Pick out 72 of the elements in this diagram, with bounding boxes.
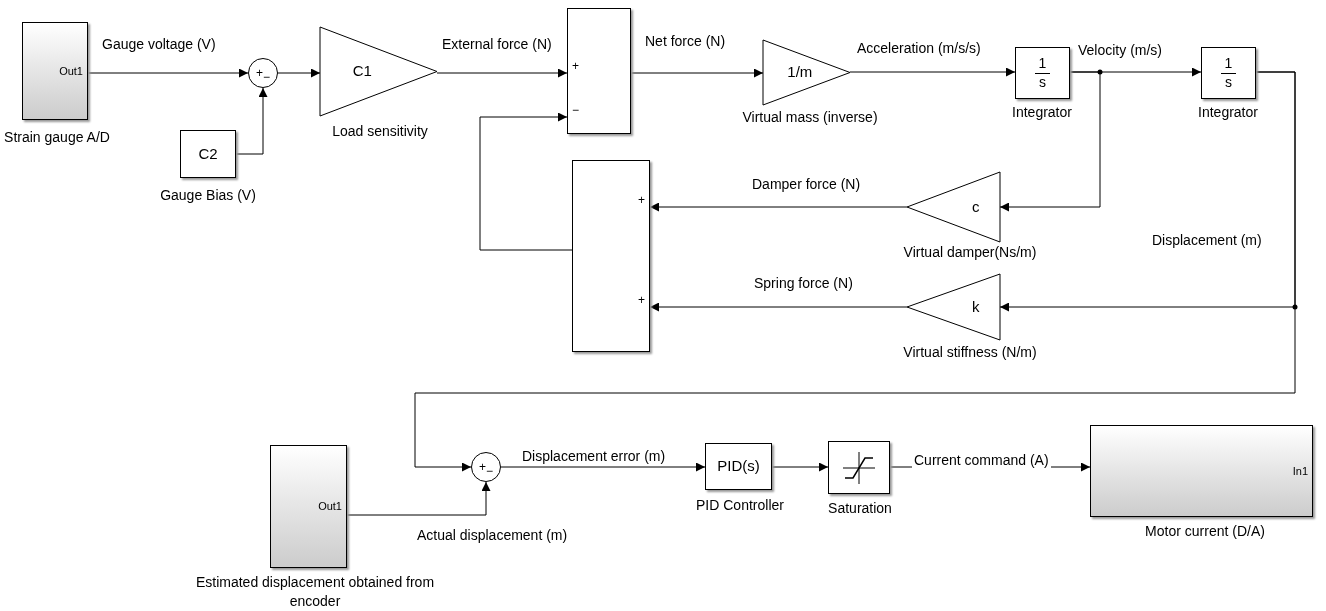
block-caption: Motor current (D/A) [1144,522,1266,541]
block-caption: Gauge Bias (V) [159,186,257,205]
gain-value: k [972,296,980,317]
signal-arrow [649,302,908,312]
numerator: 1 [1034,55,1051,74]
gain-value: c [972,196,980,217]
sign-label: + [572,58,579,74]
signal-arrow [436,68,568,78]
gain-triangle [320,27,437,116]
integrator-block [1201,47,1256,99]
subsystem-block [1090,425,1313,517]
signal-arrow [414,71,1296,472]
edge-label: Gauge voltage (V) [100,36,218,52]
block-caption: Virtual stiffness (N/m) [902,343,1038,362]
edge-label: Velocity (m/s) [1076,42,1164,58]
edge-label: Actual displacement (m) [415,527,570,543]
edge-label: Displacement (m) [1150,232,1264,248]
edge-label: Spring force (N) [752,275,855,291]
port-label: In1 [1292,463,1308,479]
saturation-block [828,441,890,494]
edge-label: Current command (A) [912,452,1051,468]
signal-arrow [235,87,268,155]
signal-arrow [500,462,706,472]
sign-label: − [572,102,579,118]
block-caption: Integrator [1011,103,1073,122]
sum-block [567,8,631,134]
signal-arrow [87,68,249,78]
block-caption: Load sensitivity [331,122,429,141]
sign-label: + [479,461,486,473]
gain-triangle [763,40,850,105]
block-caption: Virtual damper(Ns/m) [902,243,1038,262]
edge-label: Net force (N) [643,33,728,49]
signal-arrow [771,462,829,472]
block-caption: Saturation [827,499,893,518]
port-label: Out1 [318,499,342,515]
signal-arrow [277,68,321,78]
gain-triangle [907,172,1000,242]
block-label: C2 [198,143,218,164]
sign-label: + [638,292,645,308]
block [705,443,772,490]
block-label: PID(s) [717,456,760,477]
gain-value: C1 [352,61,372,82]
sign-label: + [256,67,263,79]
denominator: s [1039,73,1046,91]
sign-label: + [638,192,645,208]
block-caption: Strain gauge A/D [3,128,111,147]
block [180,130,236,178]
block-caption: Integrator [1197,103,1259,122]
numerator: 1 [1220,55,1237,74]
subsystem-block [270,445,347,568]
subsystem-block [22,22,88,120]
signal-arrow [346,481,491,516]
block-caption: Estimated displacement obtained from encoder [194,573,436,611]
signal-arrow [630,68,764,78]
edge-label: Acceleration (m/s/s) [855,40,983,56]
edge-label: External force (N) [440,36,554,52]
signal-arrow [849,67,1016,77]
signal-arrow [649,202,908,212]
gain-triangle [907,274,1000,340]
port-label: Out1 [59,63,83,79]
signal-arrow [999,71,1101,212]
denominator: s [1225,73,1232,91]
sign-label: − [486,465,493,477]
edge-label: Damper force (N) [750,176,863,192]
block-caption: Virtual mass (inverse) [741,108,879,127]
edge-label: Displacement error (m) [520,448,668,464]
block-caption: PID Controller [695,496,785,515]
integrator-block [1015,47,1070,99]
gain-value: 1/m [787,62,813,83]
sum-block [572,160,650,352]
sign-label: − [263,71,270,83]
signal-arrow [479,112,573,251]
